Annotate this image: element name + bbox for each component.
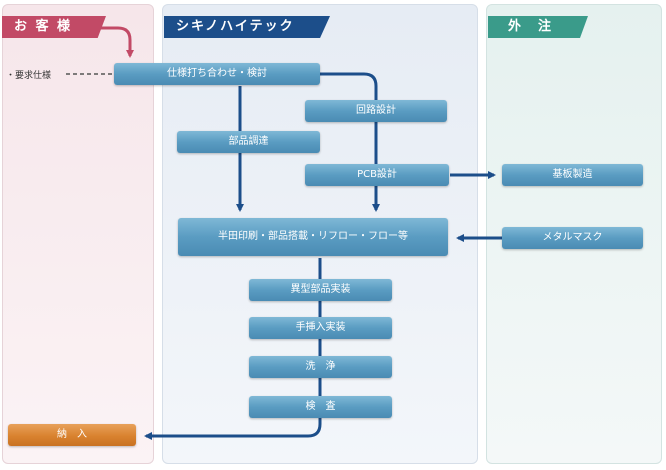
node-board-manufacturing: 基板製造 [502, 164, 643, 186]
lane-title-outsource: 外 注 [488, 16, 588, 38]
node-spec-meeting: 仕様打ち合わせ・検討 [114, 63, 320, 85]
node-odd-parts: 異型部品実装 [249, 279, 392, 301]
node-metal-mask: メタルマスク [502, 227, 643, 249]
lane-title-customer: お 客 様 [2, 16, 106, 38]
node-manual-insertion: 手挿入実装 [249, 317, 392, 339]
node-washing: 洗 浄 [249, 356, 392, 378]
arrow-smt-to-delivery [144, 258, 322, 440]
arrow-customer-to-spec [96, 26, 134, 58]
node-circuit-design: 回路設計 [305, 100, 447, 122]
node-inspection: 検 査 [249, 396, 392, 418]
node-smt: 半田印刷・部品搭載・リフロー・フロー等 [178, 218, 448, 256]
arrow-spec-to-pcb-branch [320, 72, 380, 212]
node-pcb-design: PCB設計 [305, 164, 449, 186]
lane-title-company: シキノハイテック [164, 16, 330, 38]
node-delivery: 納 入 [8, 424, 136, 446]
node-parts-procurement: 部品調達 [177, 131, 320, 153]
requirements-note: ・要求仕様 [6, 71, 52, 81]
